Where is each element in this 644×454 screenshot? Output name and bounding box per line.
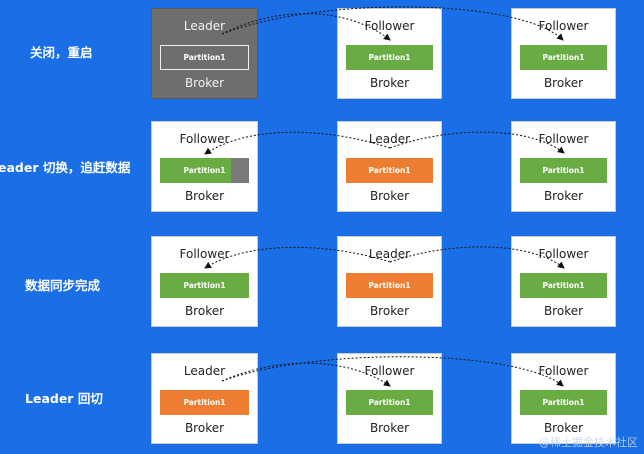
role-label: Follower — [179, 132, 230, 146]
broker-label: Broker — [369, 421, 410, 435]
broker-r4-c3: Follower Partition1 Broker — [511, 353, 616, 444]
role-label: Leader — [368, 132, 411, 146]
partition-block: Partition1 — [346, 158, 433, 183]
broker-label: Broker — [184, 76, 225, 90]
partition-block: Partition1 — [346, 273, 433, 298]
row-label-leader-switch: eader 切换，追赶数据 — [0, 160, 131, 175]
broker-label: Broker — [543, 421, 584, 435]
broker-r2-c1: Follower Partition1 Broker — [151, 121, 258, 212]
broker-label: Broker — [543, 76, 584, 90]
partition-block: Partition1 — [160, 45, 249, 70]
row-label-restart: 关闭，重启 — [30, 45, 93, 60]
broker-r4-c1: Leader Partition1 Broker — [151, 353, 258, 444]
broker-label: Broker — [184, 304, 225, 318]
broker-label: Broker — [369, 76, 410, 90]
role-label: Follower — [179, 247, 230, 261]
partition-block: Partition1 — [160, 390, 249, 415]
broker-r3-c3: Follower Partition1 Broker — [511, 236, 616, 327]
partition-block: Partition1 — [520, 45, 607, 70]
role-label: Follower — [538, 364, 589, 378]
role-label: Follower — [364, 19, 415, 33]
role-label: Leader — [368, 247, 411, 261]
role-label: Follower — [538, 247, 589, 261]
broker-r1-c1: Leader Partition1 Broker — [151, 8, 258, 99]
broker-r3-c2: Leader Partition1 Broker — [337, 236, 442, 327]
broker-label: Broker — [543, 189, 584, 203]
lagging-segment — [231, 158, 249, 183]
broker-label: Broker — [543, 304, 584, 318]
row-label-leader-switchback: Leader 回切 — [25, 391, 103, 406]
broker-label: Broker — [369, 304, 410, 318]
partition-block: Partition1 — [520, 158, 607, 183]
partition-block: Partition1 — [346, 390, 433, 415]
broker-r2-c3: Follower Partition1 Broker — [511, 121, 616, 212]
broker-label: Broker — [369, 189, 410, 203]
broker-r1-c3: Follower Partition1 Broker — [511, 8, 616, 99]
role-label: Follower — [364, 364, 415, 378]
broker-label: Broker — [184, 421, 225, 435]
partition-block: Partition1 — [520, 390, 607, 415]
broker-r1-c2: Follower Partition1 Broker — [337, 8, 442, 99]
role-label: Follower — [538, 19, 589, 33]
role-label: Leader — [183, 364, 226, 378]
row-label-sync-complete: 数据同步完成 — [25, 278, 101, 293]
broker-r3-c1: Follower Partition1 Broker — [151, 236, 258, 327]
partition-block: Partition1 — [346, 45, 433, 70]
broker-label: Broker — [184, 189, 225, 203]
role-label: Follower — [538, 132, 589, 146]
broker-r2-c2: Leader Partition1 Broker — [337, 121, 442, 212]
watermark: @稀土掘金技术社区 — [539, 436, 638, 449]
role-label: Leader — [183, 19, 226, 33]
partition-label: Partition1 — [183, 166, 226, 175]
partition-block: Partition1 — [160, 273, 249, 298]
broker-r4-c2: Follower Partition1 Broker — [337, 353, 442, 444]
partition-block: Partition1 — [520, 273, 607, 298]
partition-block: Partition1 — [160, 158, 249, 183]
